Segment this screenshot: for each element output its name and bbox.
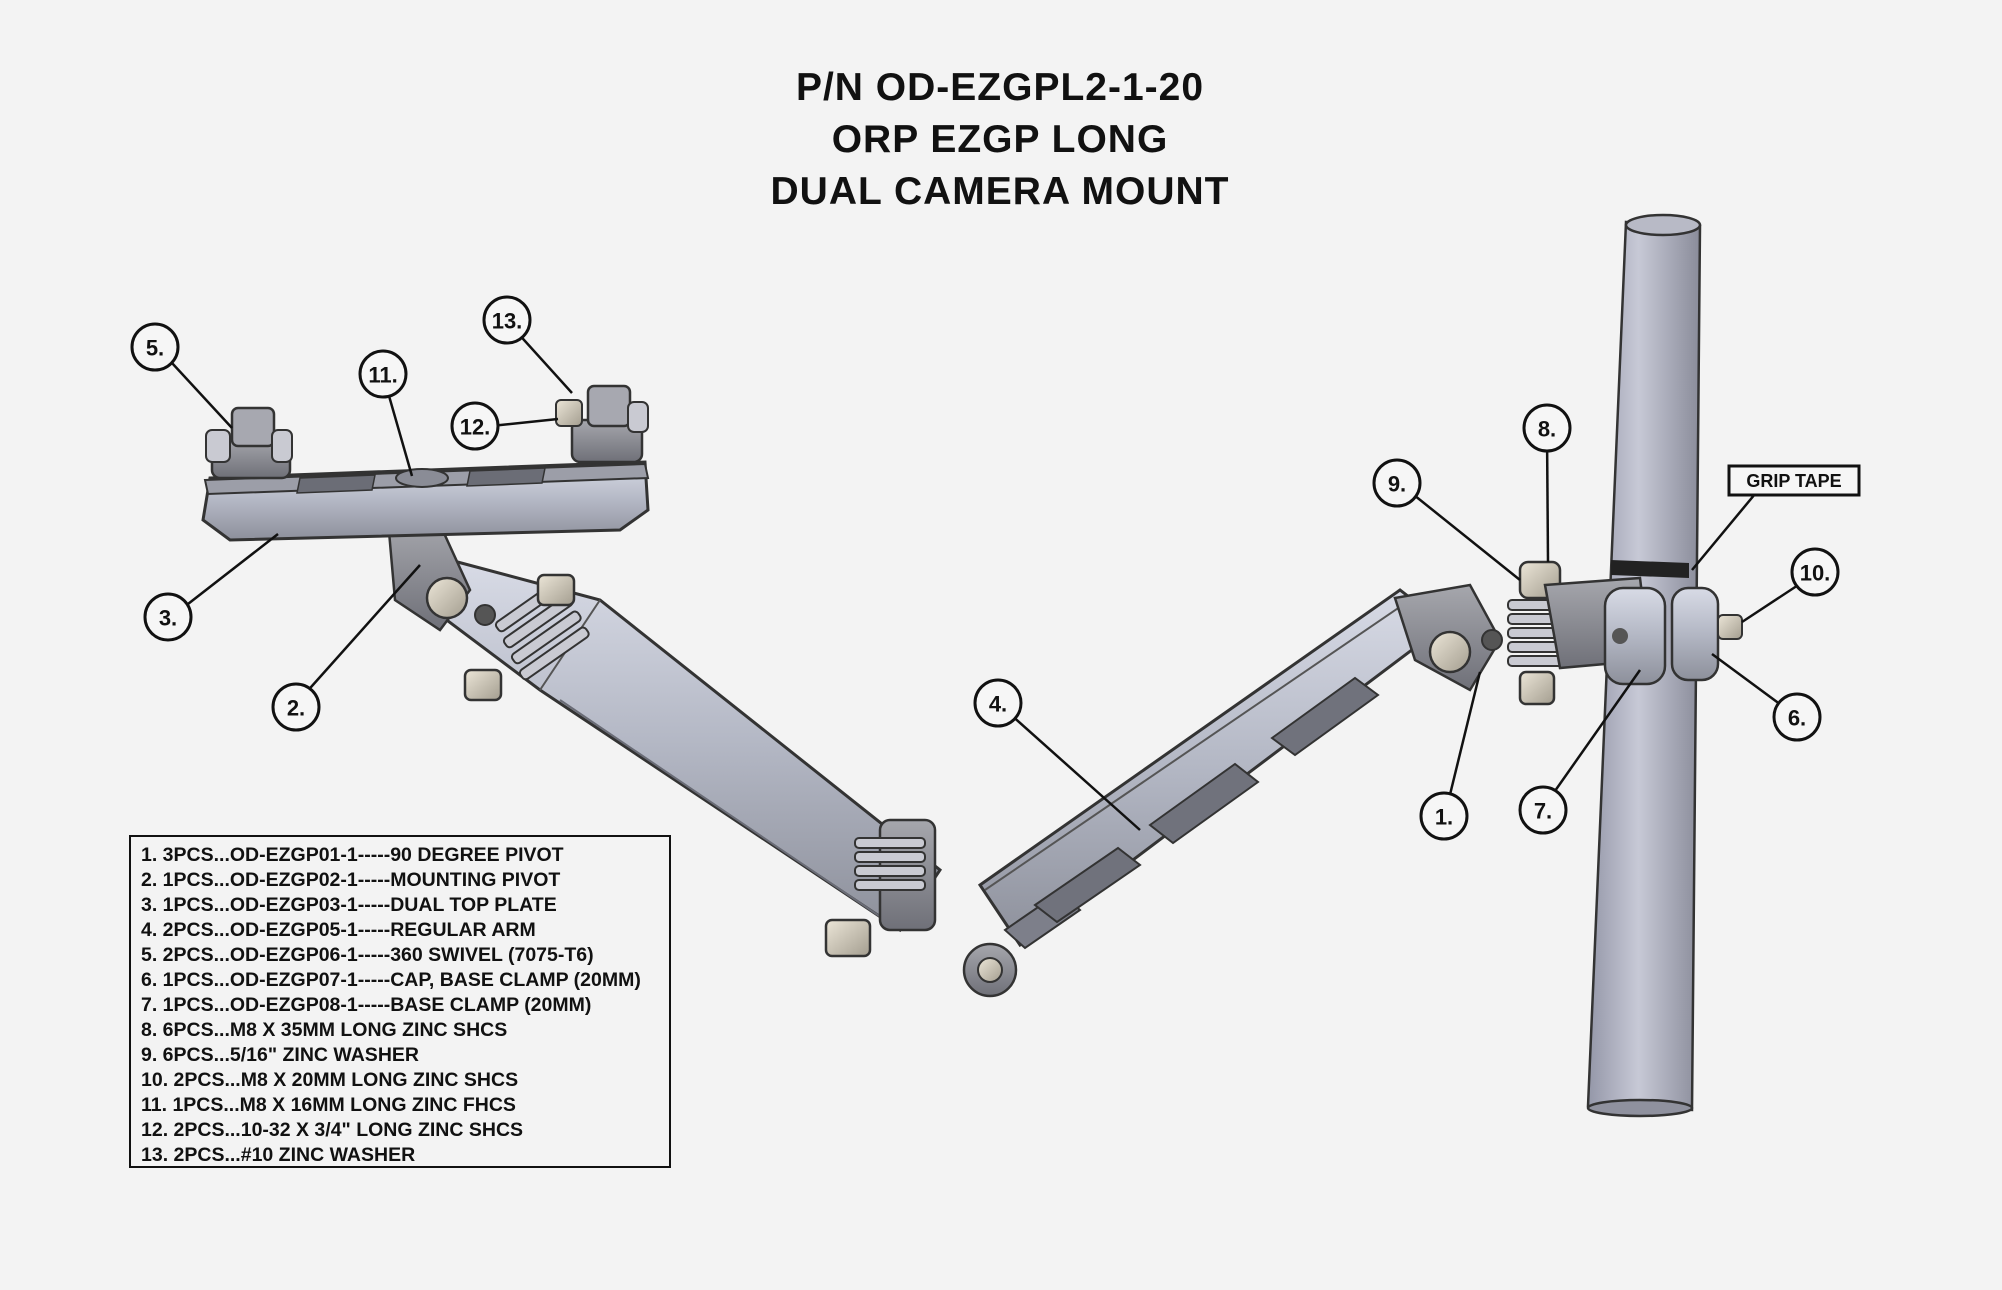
drawing-title: P/N OD-EZGPL2-1-20 ORP EZGP LONG DUAL CA… — [700, 62, 1300, 218]
callout-9: 9. — [1388, 472, 1406, 497]
callout-circle-7 — [1518, 785, 1568, 835]
callout-circle-9 — [1372, 458, 1422, 508]
parts-list-item: 3. 1PCS...OD-EZGP03-1-----DUAL TOP PLATE — [141, 894, 557, 916]
callout-7: 7. — [1534, 799, 1552, 824]
callout-circle-5 — [130, 322, 180, 372]
parts-list-item: 10. 2PCS...M8 X 20MM LONG ZINC SHCS — [141, 1069, 519, 1091]
callout-bubbles — [130, 295, 1840, 841]
callout-circle-6 — [1772, 692, 1822, 742]
parts-list-item: 4. 2PCS...OD-EZGP05-1-----REGULAR ARM — [141, 919, 536, 941]
callout-circle-4 — [973, 678, 1023, 728]
callout-3: 3. — [159, 606, 177, 631]
parts-list-table: 1. 3PCS...OD-EZGP01-1-----90 DEGREE PIVO… — [129, 835, 671, 1168]
grip-tape-label: GRIP TAPE — [1727, 464, 1861, 497]
callout-4: 4. — [989, 692, 1007, 717]
swivel-right — [555, 384, 649, 464]
callout-circle-2 — [271, 682, 321, 732]
callout-circle-12 — [450, 401, 500, 451]
mounting-pivot — [386, 518, 590, 702]
lower-pivot-joint — [824, 818, 1018, 998]
parts-list-item: 5. 2PCS...OD-EZGP06-1-----360 SWIVEL (70… — [141, 944, 594, 966]
callout-2: 2. — [287, 696, 305, 721]
callout-10: 10. — [1800, 561, 1831, 586]
dual-top-plate — [201, 460, 650, 542]
callout-circle-10 — [1790, 547, 1840, 597]
part-number: P/N OD-EZGPL2-1-20 — [795, 66, 1205, 109]
callout-circle-3 — [143, 592, 193, 642]
callout-6: 6. — [1788, 706, 1806, 731]
swivel-left — [205, 406, 293, 480]
parts-list-item: 7. 1PCS...OD-EZGP08-1-----BASE CLAMP (20… — [141, 994, 592, 1016]
parts-list-item: 1. 3PCS...OD-EZGP01-1-----90 DEGREE PIVO… — [141, 844, 564, 866]
parts-list-item: 2. 1PCS...OD-EZGP02-1-----MOUNTING PIVOT — [141, 869, 561, 891]
parts-list-item: 13. 2PCS...#10 ZINC WASHER — [141, 1144, 416, 1166]
callout-circle-8 — [1522, 403, 1572, 453]
callout-1: 1. — [1435, 805, 1453, 830]
parts-list-item: 11. 1PCS...M8 X 16MM LONG ZINC FHCS — [141, 1094, 516, 1116]
parts-list-item: 6. 1PCS...OD-EZGP07-1-----CAP, BASE CLAM… — [141, 969, 641, 991]
parts-list-item: 8. 6PCS...M8 X 35MM LONG ZINC SHCS — [141, 1019, 508, 1041]
grip-tape-text: GRIP TAPE — [1746, 471, 1841, 491]
product-name: ORP EZGP LONG — [831, 118, 1169, 161]
callout-8: 8. — [1538, 417, 1556, 442]
callout-13: 13. — [492, 309, 523, 334]
callout-11: 11. — [368, 363, 397, 388]
regular-arm-right — [977, 588, 1448, 950]
callout-circle-11 — [358, 349, 408, 399]
parts-list-item: 9. 6PCS...5/16" ZINC WASHER — [141, 1044, 419, 1066]
pole-pivot-assembly — [1393, 560, 1652, 706]
base-clamp — [1603, 586, 1743, 686]
callout-12: 12. — [460, 415, 491, 440]
callout-circle-1 — [1419, 791, 1469, 841]
callout-5: 5. — [146, 336, 164, 361]
callout-circle-13 — [482, 295, 532, 345]
parts-list-item: 12. 2PCS...10-32 X 3/4" LONG ZINC SHCS — [141, 1119, 524, 1141]
product-description: DUAL CAMERA MOUNT — [770, 170, 1230, 213]
